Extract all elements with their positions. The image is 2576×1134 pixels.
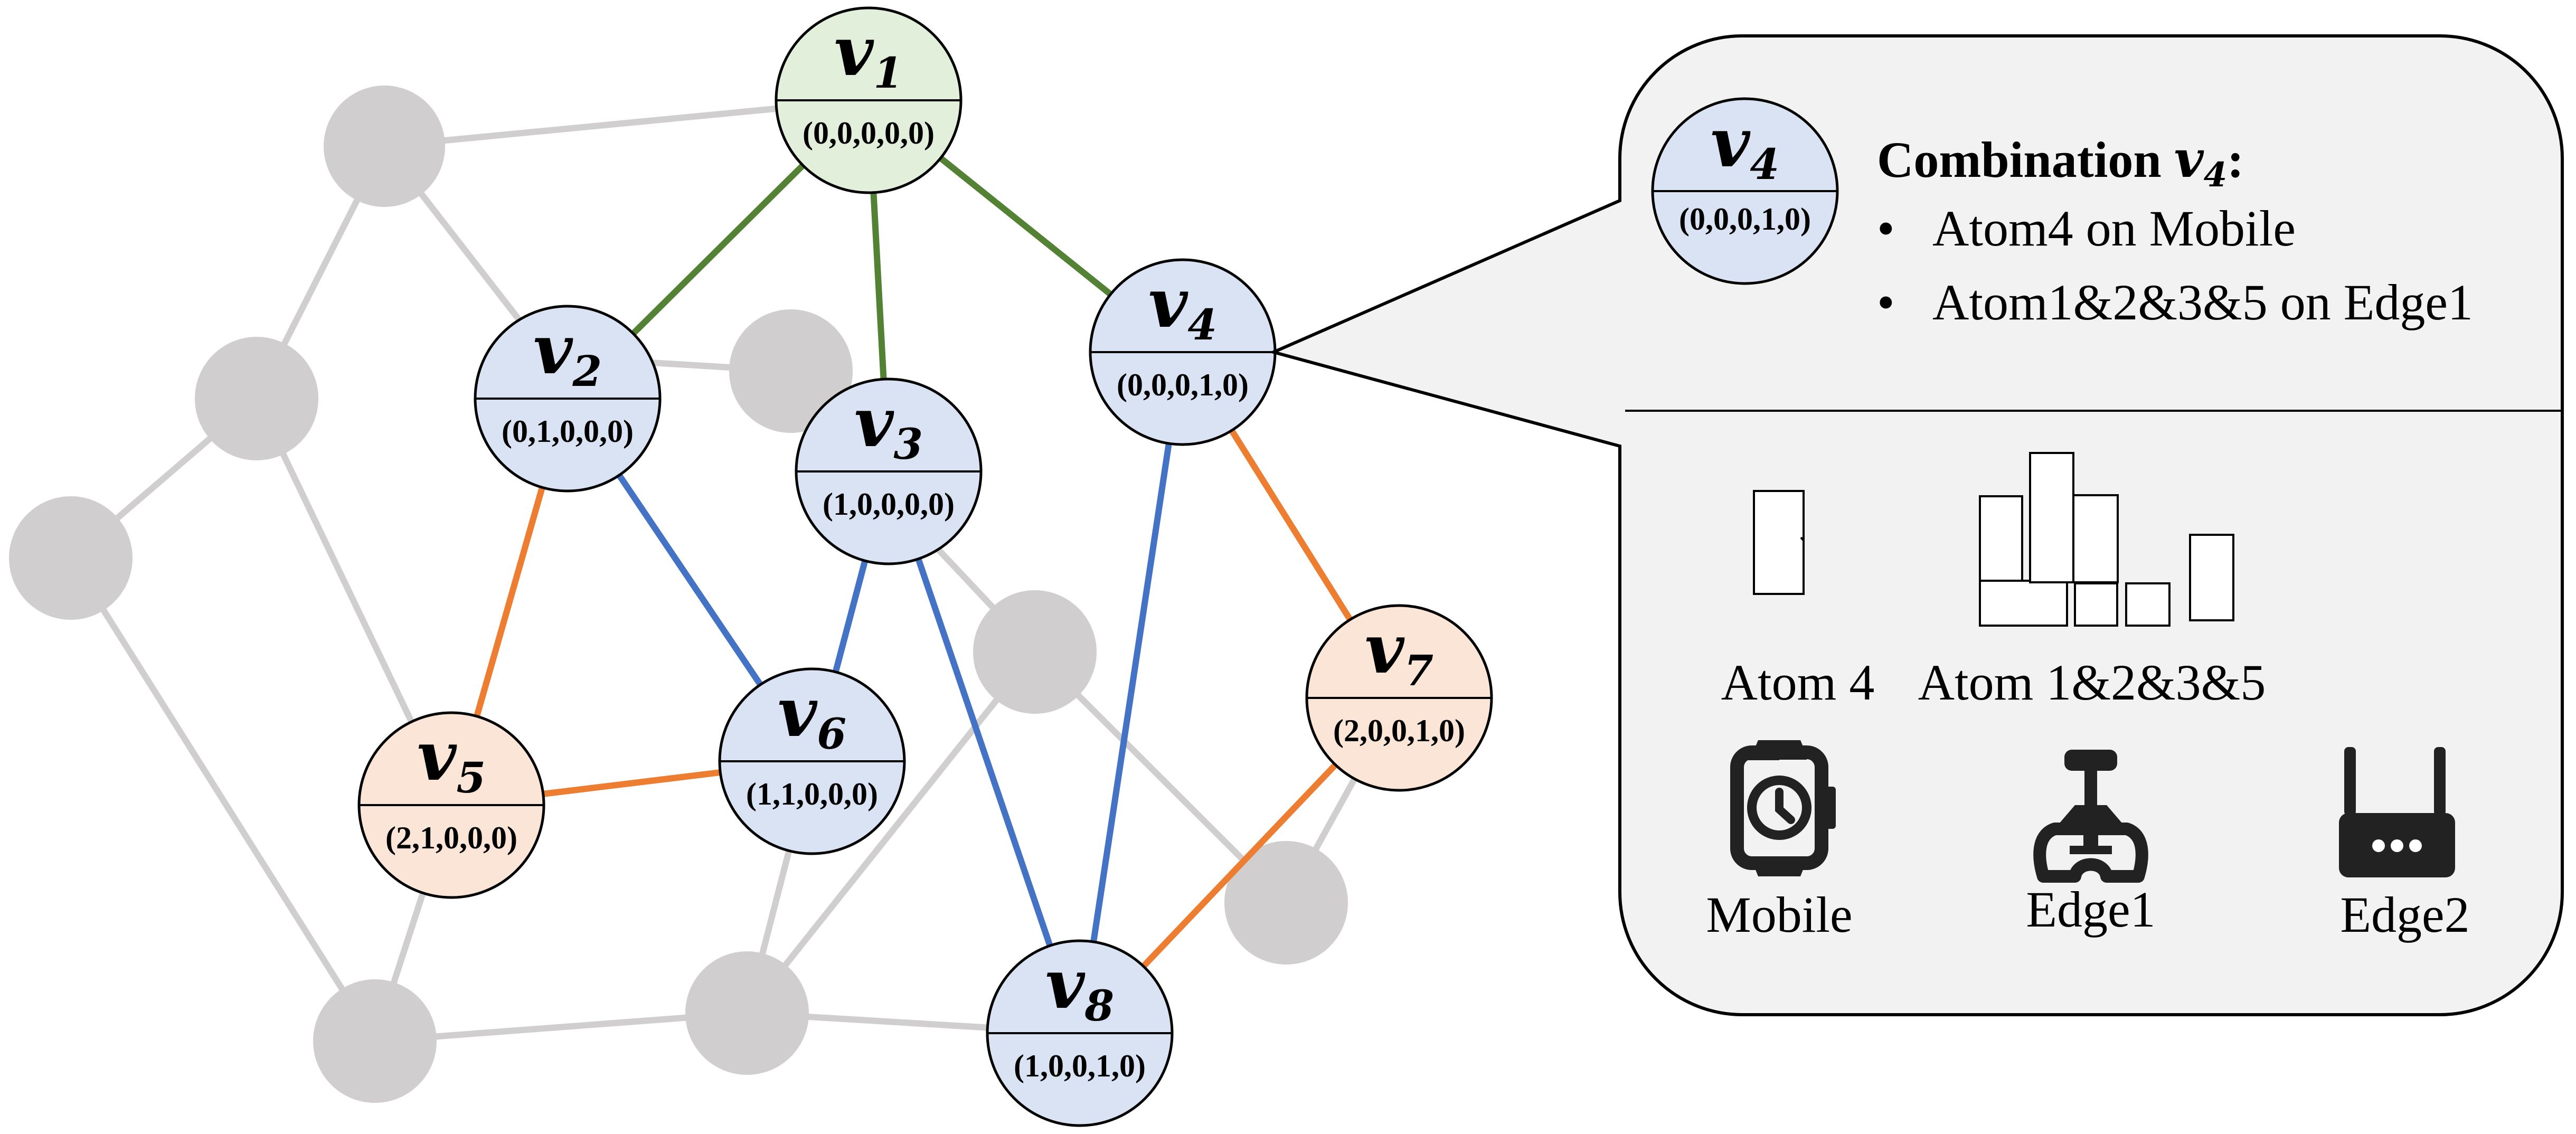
panel-node-letter: v — [1711, 103, 1751, 183]
router-icon — [2339, 747, 2455, 877]
node-v7: v7 (2,0,0,1,0) — [1305, 604, 1493, 792]
node-v6: v6 (1,1,0,0,0) — [718, 667, 906, 855]
node-v3: v3 (1,0,0,0,0) — [795, 377, 983, 565]
atom-1-2-3-5-blocks — [1979, 452, 2234, 627]
atom-label-4: Atom 4 — [1721, 654, 1875, 711]
bullet-dot: • — [1877, 200, 1895, 257]
bg-edge — [374, 1010, 748, 1044]
node-label: v2 — [533, 310, 602, 396]
panel-node-v4: v4 (0,0,0,1,0) — [1651, 97, 1839, 285]
bg-node — [9, 496, 133, 620]
node-label: v8 — [1045, 945, 1114, 1031]
robot-arm-icon — [2033, 750, 2148, 883]
node-label: v1 — [834, 12, 903, 98]
edge-v3-v8 — [885, 470, 1083, 1034]
node-vector: (0,0,0,0,0) — [803, 116, 935, 150]
bg-edge — [68, 556, 378, 1043]
atom-4-blocks — [1753, 490, 1805, 595]
node-vector: (2,0,0,1,0) — [1333, 713, 1465, 748]
node-vector: (2,1,0,0,0) — [385, 820, 517, 855]
bg-node — [195, 337, 318, 460]
panel-node-sub: 4 — [1750, 139, 1779, 189]
panel-bullets: • Atom4 on Mobile • Atom1&2&3&5 on Edge1 — [1877, 200, 2473, 330]
svg-text:v4: v4 — [1711, 103, 1779, 189]
callout-panel: v4 (0,0,0,1,0) Combination v4: • Atom4 o… — [1268, 34, 2564, 1016]
bg-node — [324, 86, 445, 207]
node-label: v3 — [854, 383, 923, 469]
edge-v4-v8 — [1077, 352, 1186, 1034]
node-vector: (0,1,0,0,0) — [502, 414, 634, 449]
node-v8: v8 (1,0,0,1,0) — [986, 939, 1174, 1127]
background-graph — [68, 97, 1402, 1044]
node-v5: v5 (2,1,0,0,0) — [357, 711, 545, 899]
panel-node-vector: (0,0,0,1,0) — [1679, 202, 1811, 237]
node-label: v5 — [417, 717, 486, 802]
atom-label-1-2-3-5: Atom 1&2&3&5 — [1918, 654, 2266, 711]
background-nodes — [9, 86, 1348, 1103]
node-vector: (0,0,0,1,0) — [1117, 367, 1249, 402]
bg-node — [685, 951, 809, 1075]
node-label: v6 — [778, 673, 846, 759]
bullet-item-1: Atom4 on Mobile — [1932, 200, 2296, 257]
node-v2: v2 (0,1,0,0,0) — [474, 305, 662, 493]
device-label-mobile: Mobile — [1706, 886, 1852, 943]
bullet-item-2: Atom1&2&3&5 on Edge1 — [1932, 274, 2473, 330]
bullet-dot: • — [1877, 274, 1895, 330]
node-vector: (1,0,0,1,0) — [1014, 1048, 1146, 1083]
node-vector: (1,1,0,0,0) — [746, 777, 878, 811]
callout-box — [1268, 34, 2564, 1016]
bg-node — [313, 979, 437, 1103]
bg-edge — [744, 650, 1037, 1015]
bg-node — [973, 590, 1097, 714]
node-label: v4 — [1148, 264, 1217, 349]
node-v4: v4 (0,0,0,1,0) — [1089, 258, 1277, 446]
node-label: v7 — [1365, 610, 1433, 695]
bg-node — [1224, 841, 1348, 965]
device-label-edge1: Edge1 — [2026, 881, 2155, 938]
panel-title: Combination v4: — [1877, 129, 2244, 195]
bg-node — [729, 309, 853, 433]
colored-nodes: v1(0,0,0,0,0)v2(0,1,0,0,0)v3(1,0,0,0,0)v… — [357, 6, 1493, 1127]
node-vector: (1,0,0,0,0) — [823, 487, 955, 522]
device-label-edge2: Edge2 — [2340, 886, 2469, 943]
smartwatch-icon — [1730, 740, 1836, 876]
node-v1: v1 (0,0,0,0,0) — [775, 6, 963, 194]
